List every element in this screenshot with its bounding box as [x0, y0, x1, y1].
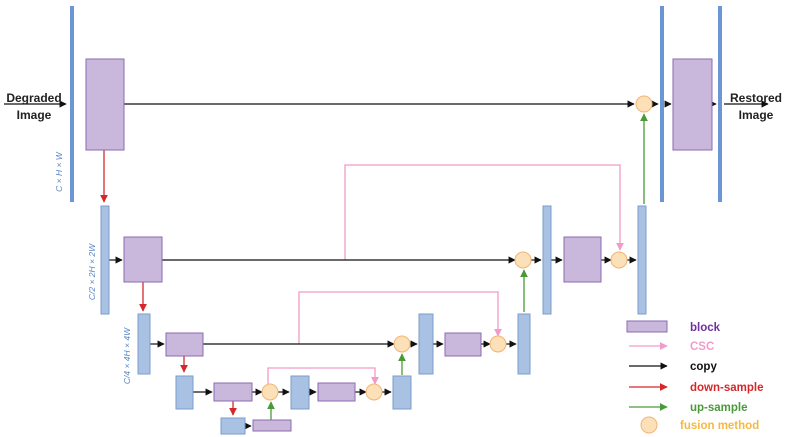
feature-input-bar: [70, 6, 74, 202]
feature-level3-decoder-out: [517, 313, 531, 375]
block-level3-decoder: [444, 332, 482, 357]
dim-label-level2: C/2 × 2H × 2W: [87, 243, 97, 300]
legend-down-sample-label: down-sample: [690, 382, 763, 394]
feature-level3-encoder: [137, 313, 151, 375]
fusion-node-level3-b: [489, 335, 507, 353]
feature-level2-decoder: [542, 205, 552, 315]
feature-maps: [70, 6, 722, 435]
output-label-line1: Restored: [730, 91, 782, 105]
csc-connection-level2: [344, 164, 624, 260]
legend-csc-label: CSC: [690, 341, 714, 353]
csc-connection-level4: [267, 367, 379, 386]
block-level2-encoder: [123, 236, 163, 283]
block-level4-decoder: [317, 382, 356, 402]
input-label-line2: Image: [17, 108, 52, 122]
fusion-nodes: [261, 95, 653, 401]
legend-fusion-label: fusion method: [680, 420, 759, 432]
output-label-line2: Image: [739, 108, 774, 122]
block-level1-encoder: [85, 58, 125, 151]
feature-level2-decoder-out: [637, 205, 647, 315]
down-sample-connections: [100, 150, 237, 416]
copy-connections: [4, 100, 769, 430]
fusion-node-level4-b: [365, 383, 383, 401]
dim-label-level1: C × H × W: [54, 151, 64, 192]
feature-output-bar-2: [718, 6, 722, 202]
up-sample-connections: [267, 113, 648, 421]
block-level3-encoder: [165, 332, 204, 357]
feature-level4-decoder: [290, 375, 310, 410]
fusion-node-level1: [635, 95, 653, 113]
feature-level2-encoder: [100, 205, 110, 315]
feature-output-bar-1: [660, 6, 664, 202]
fusion-node-level2-b: [610, 251, 628, 269]
block-level2-decoder: [563, 236, 602, 283]
input-label-line1: Degraded: [6, 91, 61, 105]
block-level4-encoder: [213, 382, 253, 402]
feature-level4-encoder: [175, 375, 194, 410]
legend-copy-label: copy: [690, 361, 717, 373]
legend: block CSC copy down-sample up-sample fus…: [626, 320, 763, 434]
dim-label-level3: C/4 × 4H × 4W: [122, 327, 132, 384]
csc-connection-level3: [298, 291, 502, 344]
block-level1-decoder: [672, 58, 713, 151]
fusion-node-level2-a: [514, 251, 532, 269]
block-level5-bottleneck: [252, 419, 292, 432]
feature-level3-decoder: [418, 313, 434, 375]
legend-fusion-swatch: [640, 416, 658, 434]
fusion-node-level3-a: [393, 335, 411, 353]
legend-block-swatch: [626, 320, 668, 333]
legend-up-sample-label: up-sample: [690, 402, 748, 414]
feature-level4-decoder-out: [392, 375, 412, 410]
blocks: [85, 58, 713, 432]
csc-connections: [267, 164, 624, 386]
fusion-node-level4-a: [261, 383, 279, 401]
legend-block-label: block: [690, 322, 721, 334]
feature-level5-bottleneck: [220, 417, 246, 435]
